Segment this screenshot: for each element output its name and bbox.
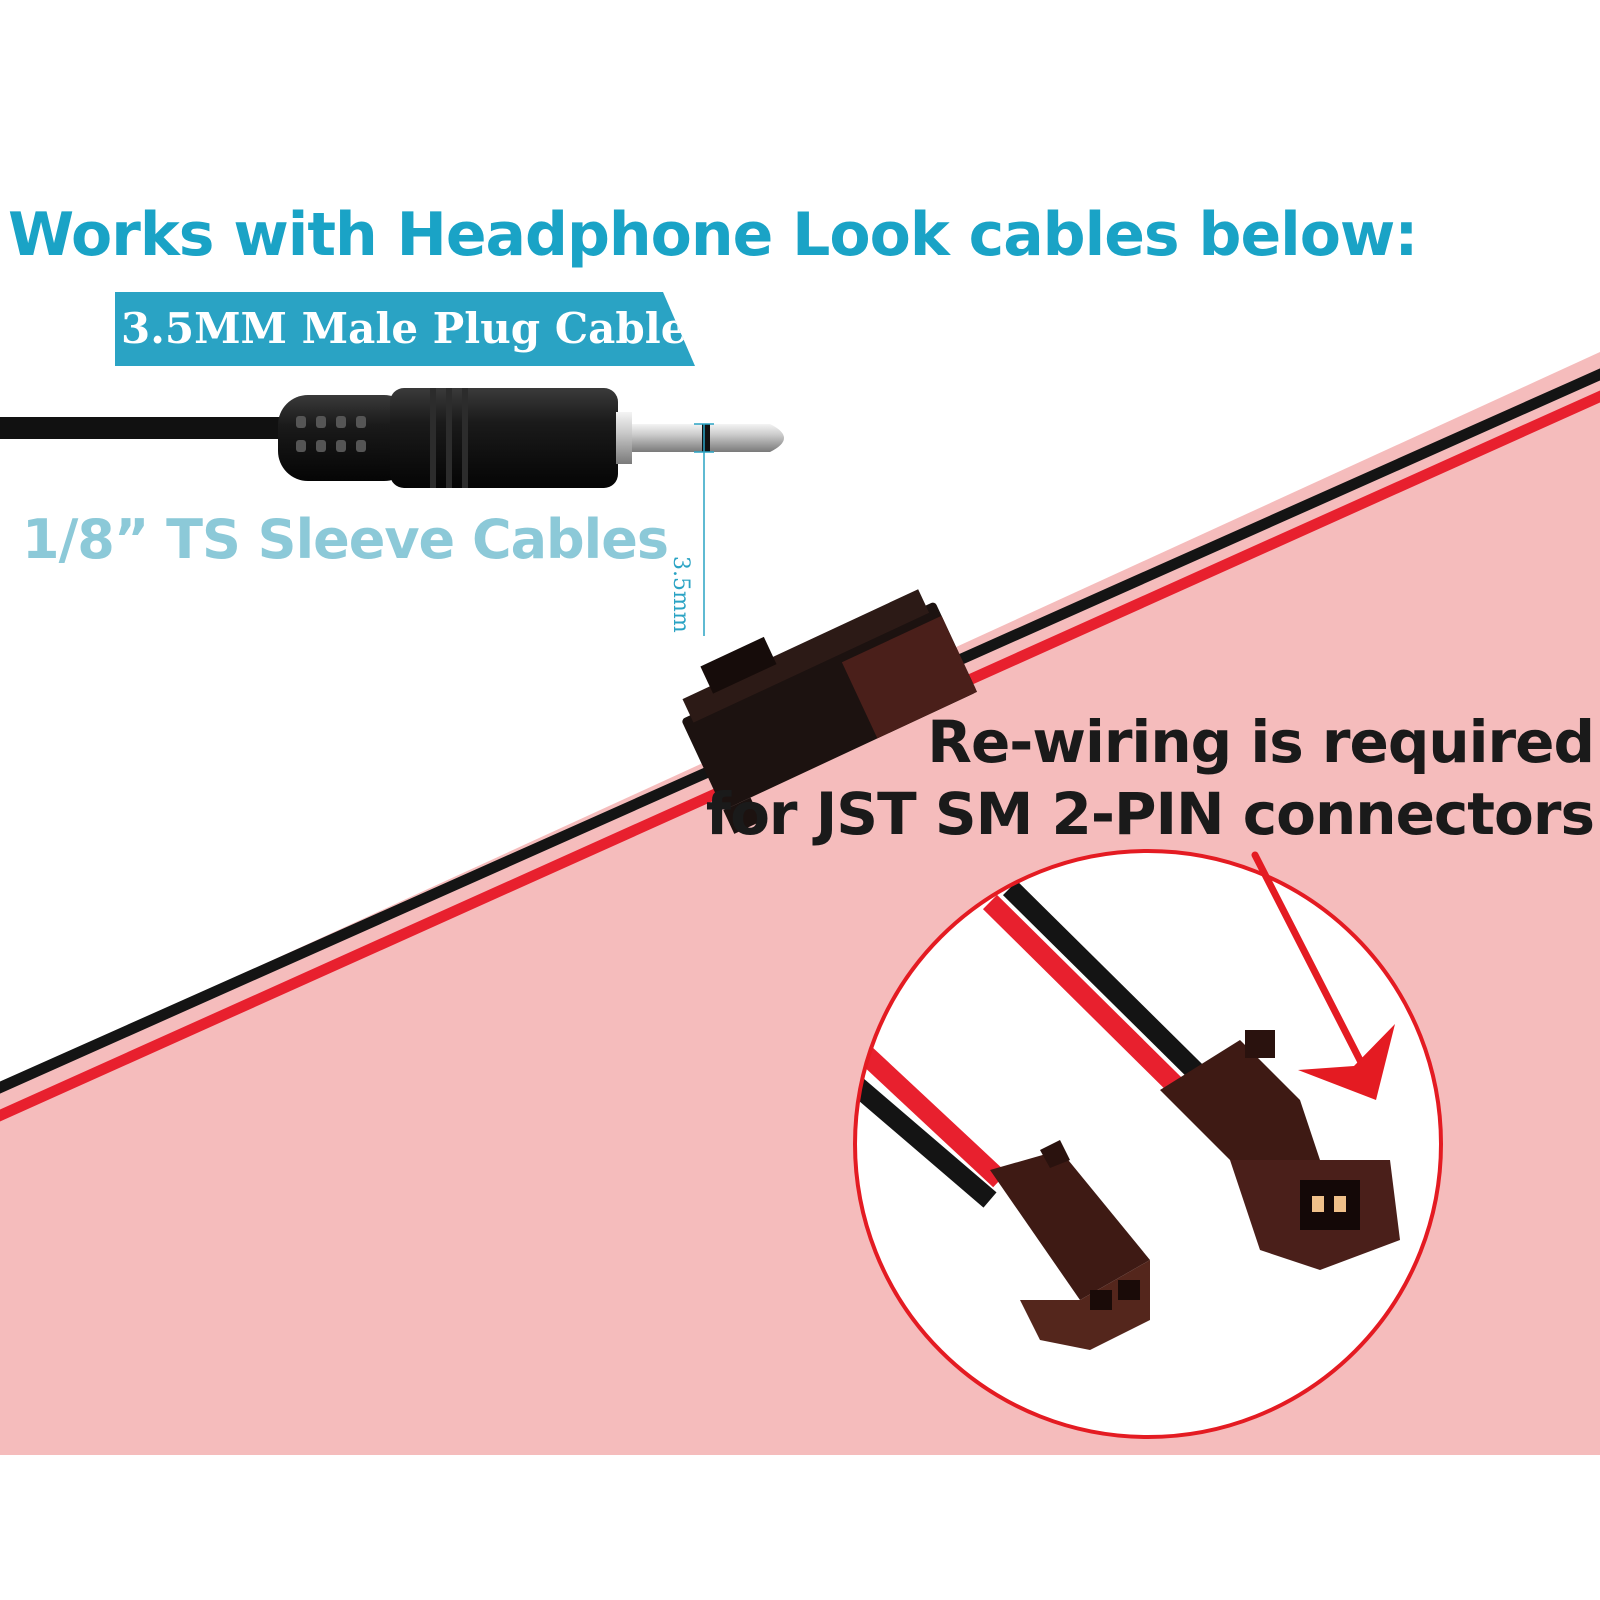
headline: Works with Headphone Look cables below: [8, 200, 1418, 270]
plug-banner: 3.5MM Male Plug Cable [115, 292, 695, 366]
dimension-label: 3.5mm [668, 556, 693, 633]
dimension-marker [694, 423, 714, 636]
rewire-note-line2: for JST SM 2-PIN connectors [705, 780, 1595, 848]
jst-connector-icon [682, 589, 978, 834]
headphone-plug-icon [278, 388, 784, 488]
red-arrow-icon [1251, 851, 1395, 1100]
ts-sleeve-label: 1/8” TS Sleeve Cables [22, 508, 669, 571]
rewire-note-line1: Re-wiring is required [927, 708, 1595, 776]
rewire-note: Re-wiring is required for JST SM 2-PIN c… [705, 706, 1595, 850]
female-jst-connector [990, 1140, 1150, 1350]
zoom-circle-icon [853, 849, 1443, 1439]
male-jst-connector [1160, 1030, 1400, 1270]
